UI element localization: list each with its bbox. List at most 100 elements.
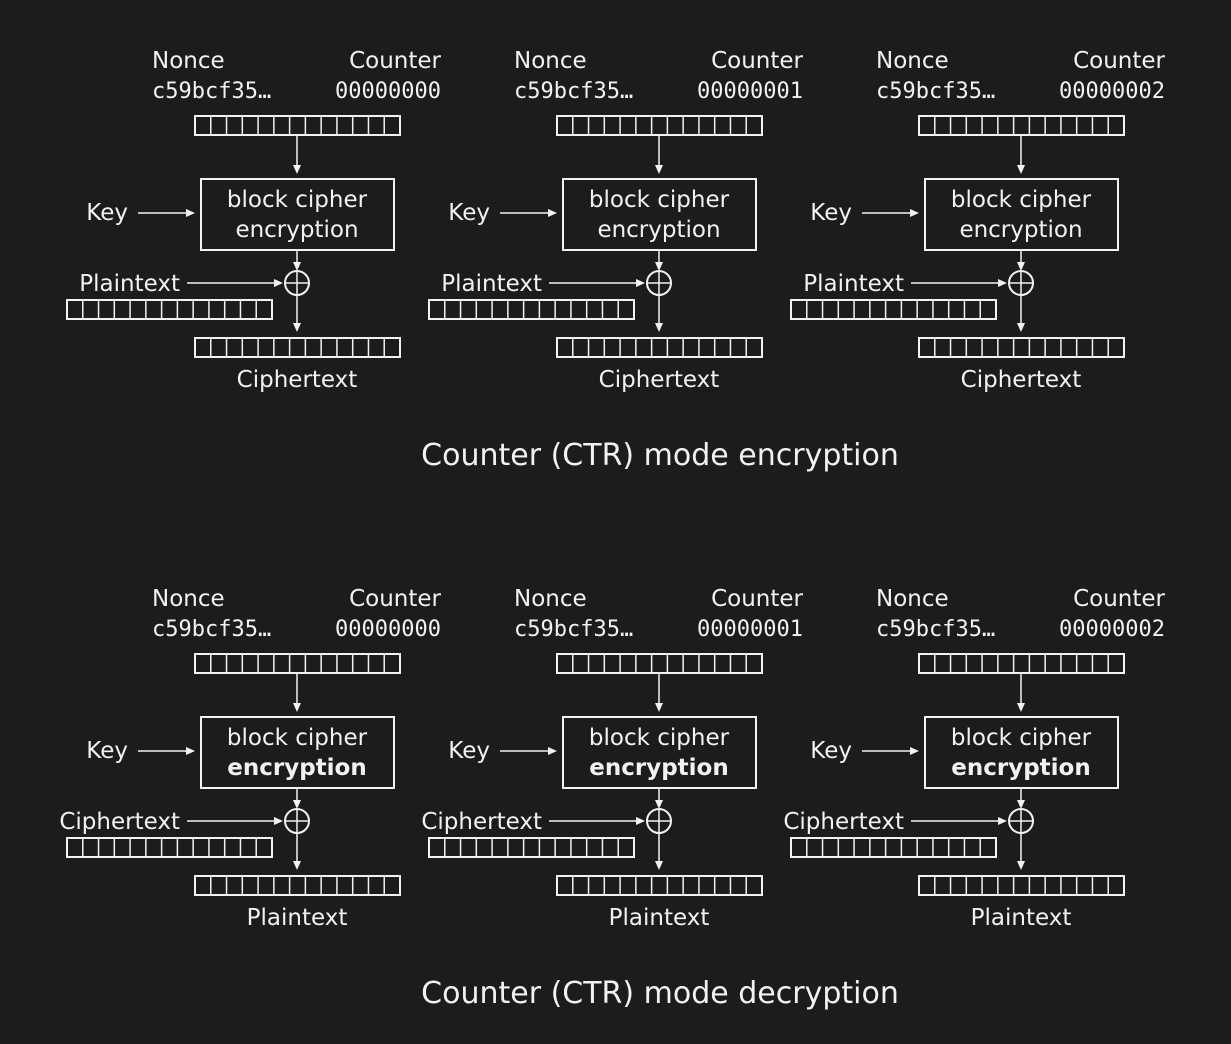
nonce-counter-register — [918, 115, 1125, 136]
arrow-to-xor — [655, 788, 663, 809]
cipher-label-line1: block cipher — [951, 187, 1092, 213]
nonce-value: c59bcf35… — [876, 617, 995, 642]
decryption-block-1: Nonce Counter c59bcf35… 00000001 block ciphe… — [421, 586, 803, 931]
nonce-value: c59bcf35… — [152, 617, 271, 642]
key-label: Key — [448, 200, 490, 226]
cipher-label-line2: encryption — [227, 755, 366, 781]
nonce-label: Nonce — [514, 586, 587, 612]
input-register — [428, 837, 635, 858]
arrow-to-output — [1017, 295, 1025, 332]
arrow-to-output — [655, 295, 663, 332]
counter-label: Counter — [711, 48, 803, 74]
input-arrow — [549, 279, 645, 287]
arrow-to-cipher — [655, 136, 663, 174]
nonce-counter-register — [918, 653, 1125, 674]
output-label: Ciphertext — [961, 367, 1082, 393]
encryption-block-0: Nonce Counter c59bcf35… 00000000 block ciphe… — [66, 48, 442, 393]
key-label: Key — [86, 200, 128, 226]
output-register — [556, 337, 763, 358]
cipher-label-line1: block cipher — [227, 725, 368, 751]
output-label: Plaintext — [971, 905, 1072, 931]
encryption-section: Nonce Counter c59bcf35… 00000000 block ciphe… — [66, 48, 1166, 393]
counter-label: Counter — [711, 586, 803, 612]
arrow-to-cipher — [1017, 136, 1025, 174]
key-label: Key — [810, 738, 852, 764]
input-label: Plaintext — [803, 271, 904, 297]
arrow-to-cipher — [293, 674, 301, 712]
decryption-section: Nonce Counter c59bcf35… 00000000 block ciphe… — [59, 586, 1165, 931]
xor-symbol — [284, 808, 310, 834]
counter-value: 00000000 — [335, 617, 441, 642]
nonce-value: c59bcf35… — [514, 617, 633, 642]
arrow-to-output — [1017, 833, 1025, 870]
counter-label: Counter — [349, 48, 441, 74]
cipher-label-line1: block cipher — [589, 725, 730, 751]
nonce-counter-register — [194, 115, 401, 136]
key-label: Key — [86, 738, 128, 764]
output-label: Plaintext — [609, 905, 710, 931]
nonce-value: c59bcf35… — [152, 79, 271, 104]
output-label: Ciphertext — [599, 367, 720, 393]
cipher-label-line2: encryption — [597, 217, 720, 243]
input-label: Ciphertext — [783, 809, 904, 835]
arrow-to-output — [293, 833, 301, 870]
input-arrow — [911, 817, 1007, 825]
key-label: Key — [448, 738, 490, 764]
xor-symbol — [646, 270, 672, 296]
output-register — [918, 875, 1125, 896]
output-label: Ciphertext — [237, 367, 358, 393]
cipher-label-line2: encryption — [959, 217, 1082, 243]
nonce-counter-register — [556, 653, 763, 674]
input-label: Plaintext — [441, 271, 542, 297]
input-arrow — [911, 279, 1007, 287]
arrow-to-xor — [293, 788, 301, 809]
input-register — [66, 837, 273, 858]
key-arrow — [500, 747, 557, 755]
output-register — [194, 337, 401, 358]
cipher-label-line1: block cipher — [227, 187, 368, 213]
key-arrow — [138, 747, 195, 755]
input-register — [66, 299, 273, 320]
arrow-to-xor — [1017, 250, 1025, 271]
counter-label: Counter — [1073, 586, 1165, 612]
nonce-label: Nonce — [152, 586, 225, 612]
arrow-to-xor — [1017, 788, 1025, 809]
xor-symbol — [1008, 808, 1034, 834]
counter-value: 00000000 — [335, 79, 441, 104]
cipher-label-line1: block cipher — [589, 187, 730, 213]
counter-label: Counter — [349, 586, 441, 612]
nonce-label: Nonce — [876, 586, 949, 612]
nonce-counter-register — [556, 115, 763, 136]
xor-symbol — [646, 808, 672, 834]
cipher-label-line1: block cipher — [951, 725, 1092, 751]
nonce-label: Nonce — [152, 48, 225, 74]
key-arrow — [138, 209, 195, 217]
key-arrow — [862, 209, 919, 217]
nonce-label: Nonce — [876, 48, 949, 74]
key-label: Key — [810, 200, 852, 226]
cipher-label-line2: encryption — [589, 755, 728, 781]
counter-label: Counter — [1073, 48, 1165, 74]
encryption-caption: Counter (CTR) mode encryption — [421, 438, 899, 473]
cipher-label-line2: encryption — [951, 755, 1090, 781]
xor-symbol — [284, 270, 310, 296]
decryption-caption: Counter (CTR) mode decryption — [421, 976, 899, 1011]
input-label: Ciphertext — [59, 809, 180, 835]
input-arrow — [187, 817, 283, 825]
input-register — [790, 837, 997, 858]
nonce-value: c59bcf35… — [514, 79, 633, 104]
key-arrow — [862, 747, 919, 755]
arrow-to-cipher — [655, 674, 663, 712]
nonce-counter-register — [194, 653, 401, 674]
output-label: Plaintext — [247, 905, 348, 931]
arrow-to-cipher — [293, 136, 301, 174]
arrow-to-xor — [655, 250, 663, 271]
output-register — [194, 875, 401, 896]
counter-value: 00000001 — [697, 617, 803, 642]
input-arrow — [187, 279, 283, 287]
input-label: Ciphertext — [421, 809, 542, 835]
input-register — [428, 299, 635, 320]
